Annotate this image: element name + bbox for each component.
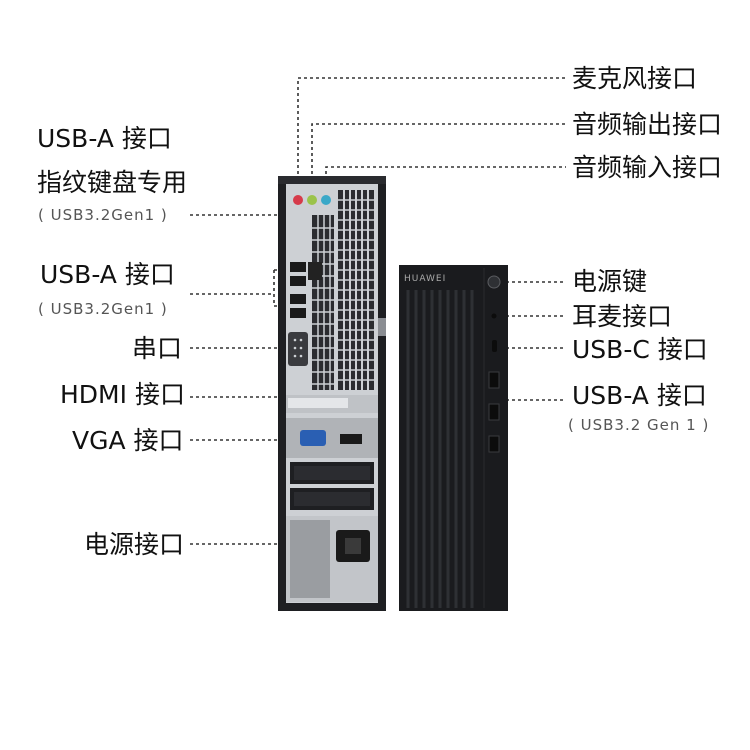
label-power-button: 电源键 bbox=[572, 267, 648, 296]
label-usb-a-rear-title: USB-A 接口 bbox=[40, 260, 175, 289]
label-serial-port: 串口 bbox=[132, 334, 183, 363]
audio-out-port bbox=[307, 195, 317, 205]
label-headset-port: 耳麦接口 bbox=[572, 302, 673, 331]
leader-audio-out bbox=[311, 123, 566, 192]
rear-usb-port-3 bbox=[290, 294, 306, 304]
label-hdmi-port: HDMI 接口 bbox=[60, 380, 185, 409]
label-usb-a-fingerprint-title: USB-A 接口 bbox=[37, 124, 172, 153]
leader-mic bbox=[297, 77, 566, 192]
brand-logo: HUAWEI bbox=[404, 274, 447, 284]
vga-port bbox=[300, 430, 326, 446]
audio-in-port bbox=[321, 195, 331, 205]
label-power-inlet: 电源接口 bbox=[84, 530, 185, 559]
mic-port bbox=[293, 195, 303, 205]
label-usb-a-fingerprint-spec: ( USB3.2Gen1 ) bbox=[38, 206, 168, 224]
label-vga-port: VGA 接口 bbox=[72, 426, 184, 455]
hdmi-port bbox=[340, 434, 362, 444]
label-usb-a-front-spec: ( USB3.2 Gen 1 ) bbox=[568, 416, 710, 434]
label-usb-a-rear-spec: ( USB3.2Gen1 ) bbox=[38, 300, 168, 318]
label-usb-a-fingerprint-desc: 指纹键盘专用 bbox=[37, 168, 188, 197]
front-usb-port-1 bbox=[488, 371, 500, 389]
label-usb-c-port: USB-C 接口 bbox=[572, 335, 708, 364]
headset-port-graphic bbox=[491, 313, 497, 319]
rear-usb-port-1 bbox=[290, 262, 306, 272]
label-usb-a-front-title: USB-A 接口 bbox=[572, 381, 707, 410]
power-button-graphic bbox=[487, 275, 501, 289]
ethernet-port bbox=[308, 262, 322, 280]
front-usb-port-2 bbox=[488, 403, 500, 421]
label-audio-in-port: 音频输入接口 bbox=[572, 153, 723, 182]
label-mic-port: 麦克风接口 bbox=[572, 64, 698, 93]
rear-usb-port-2 bbox=[290, 276, 306, 286]
rear-usb-port-4 bbox=[290, 308, 306, 318]
front-usb-port-3 bbox=[488, 435, 500, 453]
usb-c-port-graphic bbox=[492, 340, 497, 352]
serial-port bbox=[288, 332, 308, 366]
label-audio-out-port: 音频输出接口 bbox=[572, 110, 723, 139]
